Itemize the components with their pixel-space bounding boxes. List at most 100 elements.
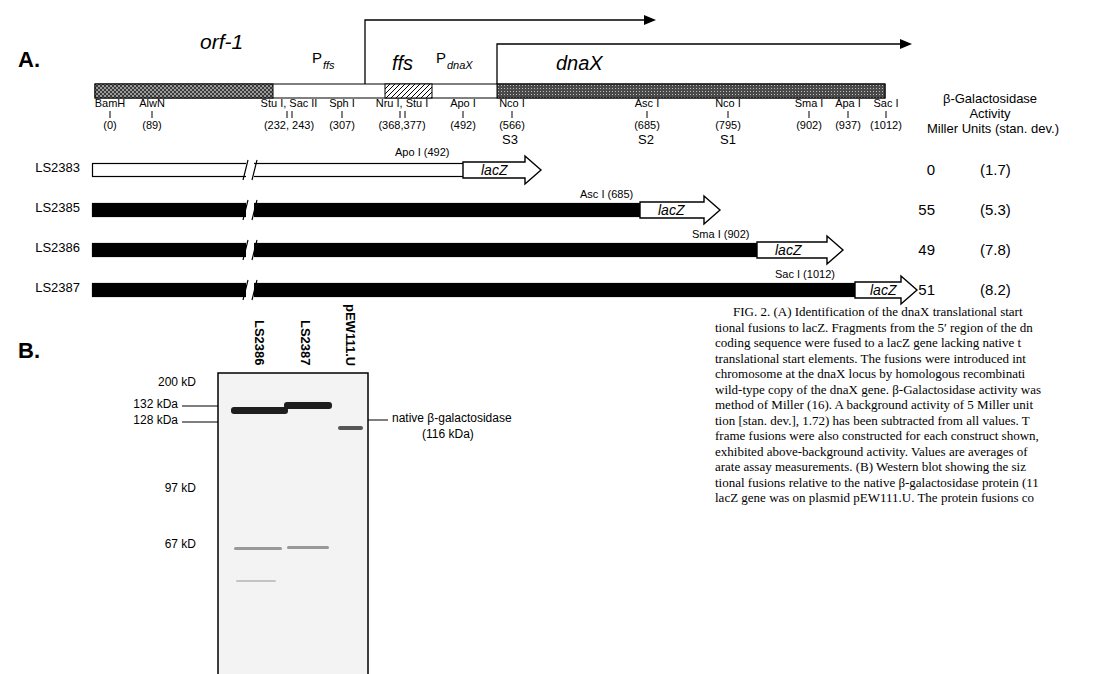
std-dev: (8.2) <box>980 281 1011 298</box>
fusion-site: Apo I (492) <box>395 146 449 159</box>
activity-value: 0 <box>927 161 935 178</box>
node-shape <box>497 84 885 98</box>
lane-label: LS2386 <box>252 320 267 366</box>
site-name: Apo I <box>450 97 476 110</box>
site-position: (89) <box>142 119 162 132</box>
marker-line <box>182 406 218 407</box>
gene-label: lacZ <box>870 282 896 298</box>
node-shape <box>92 203 642 217</box>
size-marker: 132 kDa <box>133 398 178 412</box>
fusion-site: Sac I (1012) <box>775 268 835 281</box>
site-position: (902) <box>796 119 822 132</box>
gene-segment: ffs <box>385 84 432 98</box>
lacz-arrow: lacZ <box>640 196 720 224</box>
site-name: Apa I <box>835 97 861 110</box>
start-site: S2 <box>638 133 654 148</box>
caption-line: lacZ gene was on plasmid pEW111.U. The p… <box>715 491 1034 506</box>
caption-line: chromosome at the dnaX locus by homologo… <box>715 367 1025 382</box>
gene-label: lacZ <box>775 242 801 258</box>
site-ticks <box>110 111 886 118</box>
blot-band <box>338 426 363 430</box>
site-position: (0) <box>103 119 116 132</box>
site-name: Sma I <box>795 97 824 110</box>
std-dev: (1.7) <box>980 161 1011 178</box>
std-dev: (7.8) <box>980 241 1011 258</box>
start-site: S1 <box>720 133 736 148</box>
blot-membrane <box>218 373 368 674</box>
node-shape <box>92 243 759 257</box>
column-header: Activity <box>969 107 1010 122</box>
activity-value: 55 <box>918 201 935 218</box>
size-marker: 128 kDa <box>133 414 178 428</box>
start-site: S3 <box>502 133 518 148</box>
gene-label: lacZ <box>658 202 684 218</box>
strain-label: LS2385 <box>35 201 80 216</box>
caption-line: method of Miller (16). A background acti… <box>715 398 1033 413</box>
gene-label: lacZ <box>481 162 507 178</box>
panel-letter: B. <box>18 338 40 363</box>
caption-line: coding sequence were fused to a lacZ gen… <box>715 336 1021 351</box>
promoter-subscript: dnaX <box>447 59 473 72</box>
blot-band <box>234 547 282 550</box>
site-name: Nco I <box>715 97 741 110</box>
lacz-arrow: lacZ <box>855 276 917 304</box>
site-position: (685) <box>634 119 660 132</box>
site-position: (232, 243) <box>264 119 314 132</box>
fusion-site: Asc I (685) <box>580 188 633 201</box>
gene-segment: orf-1 <box>95 84 273 98</box>
activity-value: 49 <box>918 241 935 258</box>
node-shape <box>92 283 857 297</box>
site-name: Nco I <box>499 97 525 110</box>
construct-bar: LS2387 <box>92 283 857 297</box>
site-name: Asc I <box>635 97 659 110</box>
fusion-site: Sma I (902) <box>692 228 749 241</box>
caption-line: exhibited above-background activity. Val… <box>715 445 1028 460</box>
caption-line: FIG. 2. (A) Identification of the dnaX t… <box>733 305 1023 320</box>
caption-line: tional fusions to lacZ. Fragments from t… <box>715 321 1033 336</box>
gene-label: dnaX <box>556 52 603 75</box>
promoter-subscript: ffs <box>323 59 335 72</box>
strain-label: LS2387 <box>35 281 80 296</box>
caption-line: wild-type copy of the dnaX gene. β-Galac… <box>715 383 1041 398</box>
arrowhead <box>644 15 656 25</box>
gene-label: orf-1 <box>200 30 243 54</box>
size-marker: 200 kD <box>158 376 196 390</box>
promoter-arrow <box>365 20 646 84</box>
promoter-label: P <box>436 49 446 66</box>
blot-band <box>231 407 288 414</box>
activity-value: 51 <box>918 281 935 298</box>
column-header: β-Galactosidase <box>943 92 1037 107</box>
construct-bar: LS2386 <box>92 243 759 257</box>
site-name: BamH <box>95 97 126 110</box>
blot-band <box>284 402 332 409</box>
site-position: (492) <box>450 119 476 132</box>
site-position: (795) <box>715 119 741 132</box>
node-shape <box>385 84 432 98</box>
size-marker: 97 kD <box>165 482 196 496</box>
promoter-arrow <box>497 44 902 84</box>
node-shape <box>92 163 465 177</box>
node-shape <box>95 84 273 98</box>
gene-map-bar <box>95 84 885 98</box>
strain-label: LS2383 <box>35 161 80 176</box>
leader-line <box>368 420 388 421</box>
lane-label: pEW111.U <box>343 304 358 366</box>
promoter-label: P <box>312 49 322 66</box>
lane-label: LS2387 <box>298 320 313 366</box>
caption-line: translational start elements. The fusion… <box>715 352 1026 367</box>
marker-line <box>182 422 218 423</box>
site-name: Nru I, Stu I <box>376 97 429 110</box>
caption-line: tional fusions relative to the native β-… <box>715 476 1039 491</box>
std-dev: (5.3) <box>980 201 1011 218</box>
panel-letter: A. <box>18 47 40 72</box>
size-marker: 67 kD <box>165 538 196 552</box>
site-position: (307) <box>329 119 355 132</box>
column-header: Miller Units (stan. dev.) <box>927 122 1059 137</box>
caption-line: arate assay measurements. (B) Western bl… <box>715 460 1026 475</box>
strain-label: LS2386 <box>35 241 80 256</box>
site-position: (368,377) <box>378 119 425 132</box>
gene-label: ffs <box>392 52 413 75</box>
site-name: Stu I, Sac II <box>261 97 318 110</box>
caption-line: frame fusions were also constructed for … <box>715 429 1039 444</box>
lacz-arrow: lacZ <box>757 236 843 264</box>
